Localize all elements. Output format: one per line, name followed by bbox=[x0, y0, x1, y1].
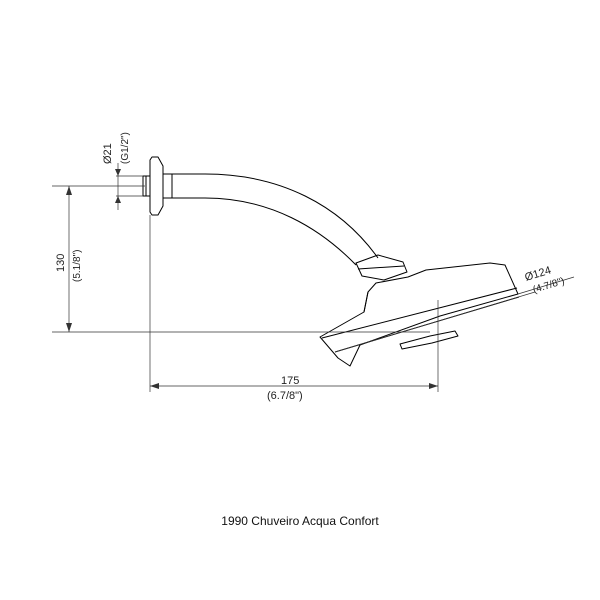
arrow-height-bottom bbox=[66, 323, 72, 332]
shower-arm bbox=[172, 173, 379, 259]
shower-head-neck bbox=[363, 291, 369, 313]
dimension-lines bbox=[52, 163, 575, 392]
spray-plate bbox=[399, 330, 459, 350]
dimension-labels: Ø21 (G1/2") 130 (5.1/8") 175 (6.7/8") Ø1… bbox=[55, 132, 566, 402]
arrowheads bbox=[66, 169, 438, 389]
arrow-length-left bbox=[150, 383, 159, 389]
swivel-joint-line bbox=[357, 265, 405, 270]
shower-outline bbox=[142, 156, 520, 367]
pipe-diameter-imperial-label: (G1/2") bbox=[120, 132, 131, 164]
arrow-length-right bbox=[429, 383, 438, 389]
shower-head bbox=[319, 262, 519, 367]
shower-arm-inner bbox=[172, 197, 357, 266]
arrow-height-top bbox=[66, 186, 72, 195]
arrow-pipe-bottom bbox=[115, 196, 121, 203]
product-caption: 1990 Chuveiro Acqua Confort bbox=[221, 514, 379, 528]
arm-collar bbox=[162, 173, 173, 199]
arrow-pipe-top bbox=[115, 169, 121, 176]
pipe-diameter-label: Ø21 bbox=[102, 143, 114, 164]
length-imperial-label: (6.7/8") bbox=[267, 390, 303, 402]
height-label: 130 bbox=[55, 254, 67, 272]
shower-head-seam bbox=[321, 287, 518, 339]
ext-line-head bbox=[517, 276, 575, 295]
dim-line-head bbox=[334, 291, 536, 353]
height-imperial-label: (5.1/8") bbox=[72, 250, 83, 282]
length-label: 175 bbox=[281, 375, 299, 387]
wall-flange bbox=[149, 156, 164, 216]
swivel-joint bbox=[355, 254, 408, 281]
